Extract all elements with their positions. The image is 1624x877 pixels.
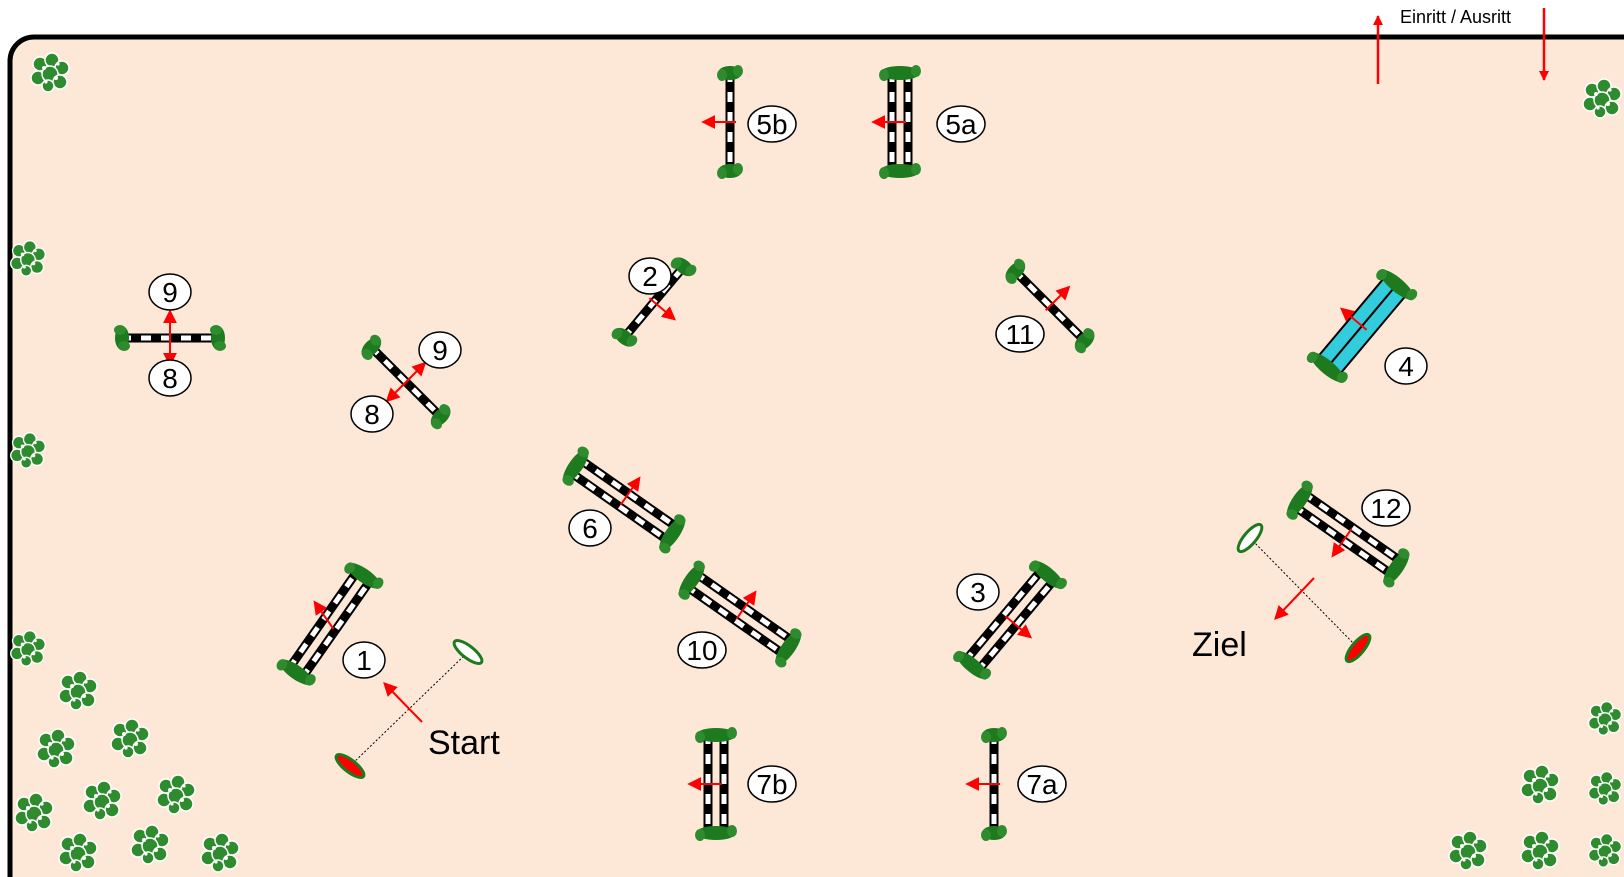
- finish-label: Ziel: [1192, 626, 1247, 664]
- jump-number-label: 5a: [936, 105, 986, 143]
- svg-text:2: 2: [642, 261, 658, 292]
- svg-text:7a: 7a: [1026, 769, 1058, 800]
- direction-arrow: [1331, 528, 1353, 558]
- finish-flag-red: [1344, 632, 1372, 664]
- direction-arrow: [385, 377, 411, 403]
- jump-number-label: 9: [148, 273, 192, 311]
- jump-number-label: 3: [956, 573, 1000, 611]
- svg-text:12: 12: [1370, 493, 1401, 524]
- svg-text:5b: 5b: [756, 109, 787, 140]
- direction-arrow: [1004, 615, 1033, 639]
- svg-text:7b: 7b: [756, 769, 787, 800]
- jump-number-label: 8: [350, 395, 394, 433]
- svg-text:1: 1: [356, 645, 372, 676]
- svg-text:3: 3: [970, 577, 986, 608]
- direction-arrow: [619, 476, 641, 506]
- svg-text:9: 9: [162, 277, 178, 308]
- jump-number-label: 9: [418, 331, 462, 369]
- jump-number-label: 10: [677, 631, 727, 669]
- svg-text:8: 8: [364, 399, 380, 430]
- svg-text:8: 8: [162, 363, 178, 394]
- jump-8-9-mid-vertical: [361, 334, 451, 430]
- jump-number-label: 5b: [747, 105, 797, 143]
- start-flag-white: [452, 639, 484, 665]
- start-line: Start: [334, 639, 500, 779]
- jump-number-label: 7a: [1017, 765, 1067, 803]
- arena-boundary: [7, 34, 1624, 877]
- svg-text:5a: 5a: [945, 109, 977, 140]
- entrance-exit: Einritt / Ausritt: [1373, 7, 1549, 84]
- start-flag-red: [334, 753, 366, 779]
- jump-number-label: 7b: [747, 765, 797, 803]
- finish-flag-white: [1236, 522, 1264, 554]
- svg-text:4: 4: [1398, 351, 1414, 382]
- jump-1-oxer: [276, 562, 384, 686]
- svg-text:10: 10: [686, 635, 717, 666]
- jump-number-label: 11: [995, 315, 1045, 353]
- jump-number-label: 8: [148, 359, 192, 397]
- entrance-label: Einritt / Ausritt: [1400, 7, 1511, 27]
- direction-arrow: [648, 297, 677, 321]
- direction-arrow: [313, 600, 335, 630]
- direction-arrow: [1339, 307, 1368, 331]
- jump-number-label: 6: [568, 509, 612, 547]
- svg-text:6: 6: [582, 513, 598, 544]
- jump-number-label: 1: [342, 641, 386, 679]
- jump-number-label: 2: [628, 257, 672, 295]
- direction-arrow: [1045, 285, 1071, 311]
- jump-number-label: 4: [1384, 347, 1428, 385]
- finish-line: Ziel: [1192, 522, 1372, 664]
- svg-text:9: 9: [432, 335, 448, 366]
- direction-arrow: [735, 590, 757, 620]
- jump-number-label: 12: [1361, 489, 1411, 527]
- svg-text:11: 11: [1005, 319, 1034, 350]
- start-label: Start: [428, 724, 500, 762]
